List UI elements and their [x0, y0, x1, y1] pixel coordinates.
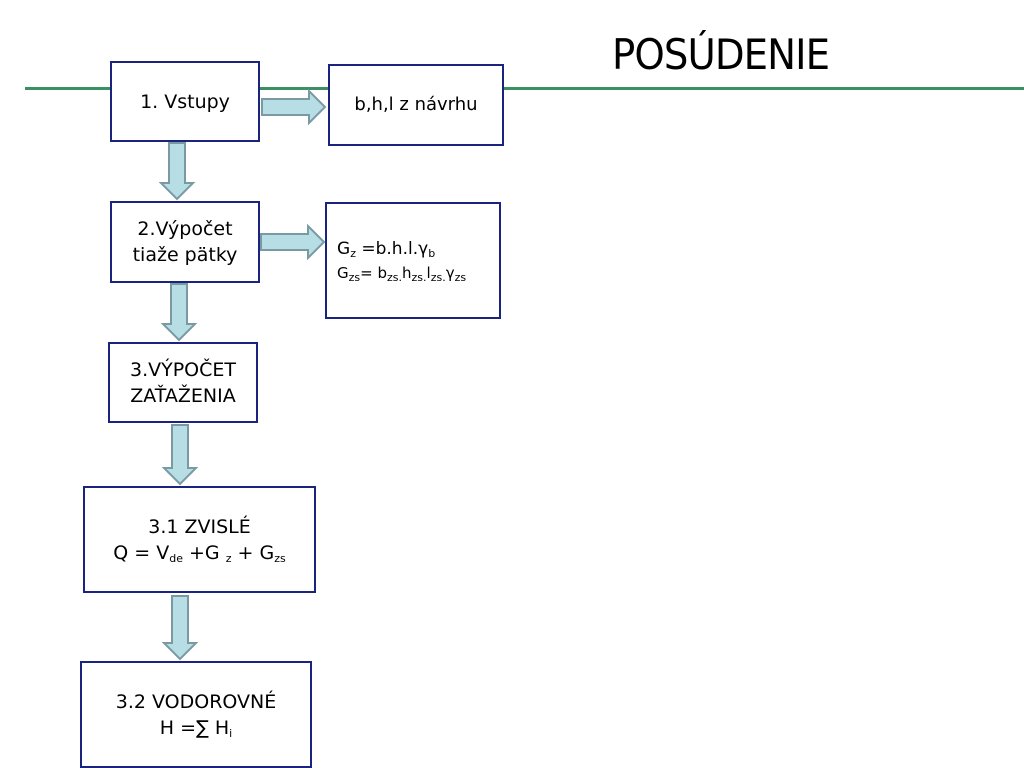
box-step-1-result-label: b,h,l z návrhu — [354, 94, 478, 115]
formula-gzs-sub-2: zs. — [411, 270, 427, 284]
formula-gzs-h: h — [402, 263, 412, 282]
arrow-down-4 — [161, 595, 199, 661]
rule-right — [503, 87, 1024, 90]
box-step-2-line-1: 2.Výpočet — [137, 218, 233, 240]
formula-q-start: Q = V — [113, 541, 170, 564]
arrow-down-1 — [158, 142, 196, 201]
formula-gzs-gamma: γ — [445, 263, 455, 282]
box-step-2-weight: 2.Výpočet tiaže pätky — [110, 201, 260, 283]
arrow-right-2 — [260, 223, 326, 261]
formula-q-sub-2: z — [225, 551, 232, 565]
formula-q-plus: + G — [231, 541, 275, 564]
formula-gz: Gz =b.h.l.γb — [337, 237, 435, 261]
box-step-3-1-vertical: 3.1 ZVISLÉ Q = Vde +G z + Gzs — [83, 486, 316, 593]
box-step-3-2-horizontal: 3.2 VODOROVNÉ H =∑ Hi — [80, 661, 312, 768]
formula-gzs-sub: zs — [348, 270, 361, 284]
arrow-down-2 — [160, 283, 198, 342]
formula-q: Q = Vde +G z + Gzs — [113, 540, 285, 566]
formula-gzs-sub-4: zs — [454, 270, 467, 284]
formula-gz-mid: =b.h.l.γ — [355, 238, 429, 259]
formula-gzs-l: l — [426, 263, 431, 282]
formula-h-sub: i — [229, 726, 233, 740]
arrow-down-3 — [161, 424, 199, 486]
formula-gzs-sub-1: zs. — [387, 270, 403, 284]
formula-gzs-sub-3: zs. — [430, 270, 446, 284]
box-step-2-result: Gz =b.h.l.γb Gzs= bzs.hzs.lzs.γzs — [325, 202, 501, 319]
box-step-3-line-2: ZAŤAŽENIA — [130, 384, 236, 407]
box-step-2-line-2: tiaže pätky — [132, 244, 238, 266]
formula-h-start: H =∑ H — [159, 716, 230, 739]
formula-gz-sub: z — [350, 246, 356, 260]
box-step-3-line-1: 3.VÝPOČET — [129, 358, 237, 381]
formula-q-sub-3: zs — [274, 551, 286, 565]
slide-title: POSÚDENIE — [612, 30, 830, 79]
arrow-right-1 — [261, 88, 327, 126]
box-step-1-inputs: 1. Vstupy — [110, 61, 260, 142]
formula-gzs-g: G — [337, 263, 349, 282]
rule-left — [25, 87, 111, 90]
formula-gzs: Gzs= bzs.hzs.lzs.γzs — [337, 261, 466, 285]
formula-h: H =∑ Hi — [160, 715, 232, 741]
formula-q-mid: +G — [182, 541, 226, 564]
box-step-3-load: 3.VÝPOČET ZAŤAŽENIA — [108, 342, 258, 423]
box-step-3-2-line-1: 3.2 VODOROVNÉ — [115, 690, 277, 713]
box-step-3-1-line-1: 3.1 ZVISLÉ — [148, 515, 251, 538]
formula-gz-end-sub: b — [428, 246, 436, 260]
rule-middle — [259, 87, 329, 90]
box-step-1-label: 1. Vstupy — [140, 90, 230, 113]
formula-gzs-mid: = b — [360, 263, 387, 282]
box-step-1-result: b,h,l z návrhu — [328, 64, 504, 146]
formula-q-sub-1: de — [169, 551, 183, 565]
formula-gz-g: G — [337, 238, 351, 259]
